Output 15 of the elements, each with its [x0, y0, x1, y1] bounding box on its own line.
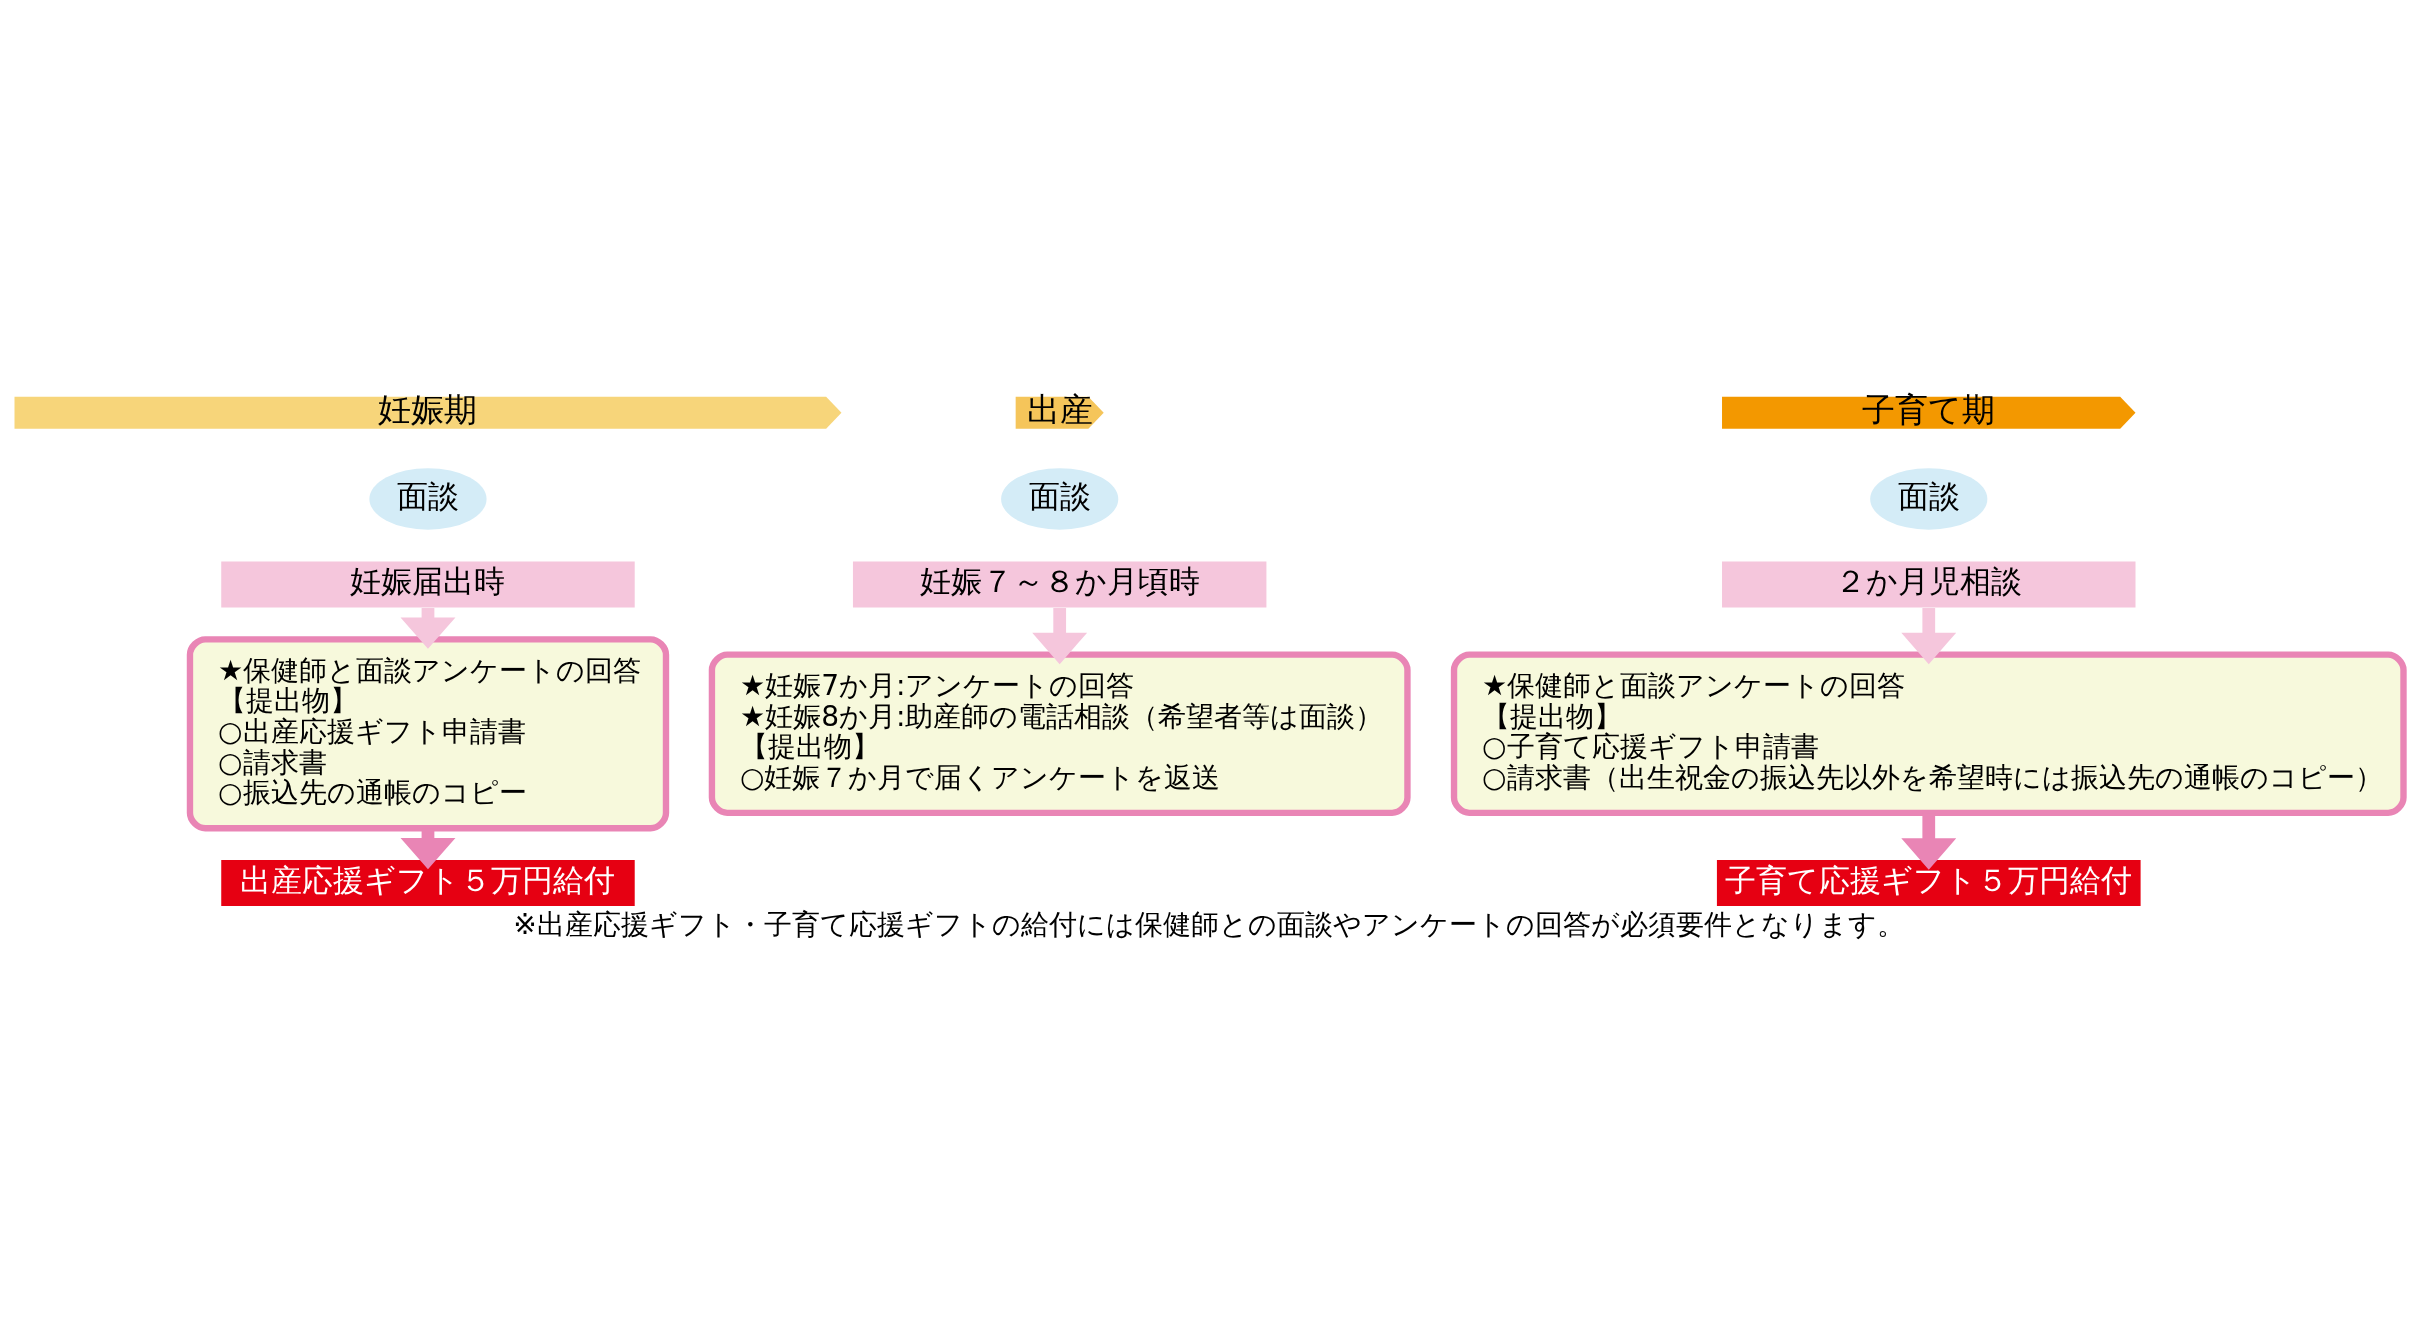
node-ellipse: 面談	[1001, 468, 1119, 530]
node-box: 妊娠届出時	[221, 561, 635, 608]
node-box: ★妊娠7か月:アンケートの回答 ★妊娠8か月:助産師の電話相談（希望者等は面談） 【提出物】 ○妊娠７か月で届くアンケートを返送	[708, 651, 1411, 817]
node-ellipse: 面談	[1870, 468, 1988, 530]
node-ellipse: 面談	[369, 468, 487, 530]
node-box: 出産応援ギフト５万円給付	[221, 860, 635, 907]
node-box: ２か月児相談	[1722, 561, 2136, 608]
node-box: ★保健師と面談アンケートの回答 【提出物】 ○出産応援ギフト申請書 ○請求書 ○振込先の通帳のコピー	[186, 636, 670, 832]
node-box: 妊娠７～８か月頃時	[852, 561, 1267, 608]
node-box: ★保健師と面談アンケートの回答 【提出物】 ○子育て応援ギフト申請書 ○請求書（出生祝金の振込先以外を希望時には振込先の通帳のコピー）	[1450, 651, 2407, 817]
arrow	[1901, 608, 1957, 665]
arrow	[1901, 813, 1957, 870]
arrow	[1032, 608, 1088, 665]
caption: ※出産応援ギフト・子育て応援ギフトの給付には保健師との面談やアンケートの回答が必須要件となります。	[513, 907, 1905, 941]
node-box: 子育て応援ギフト５万円給付	[1716, 860, 2141, 907]
